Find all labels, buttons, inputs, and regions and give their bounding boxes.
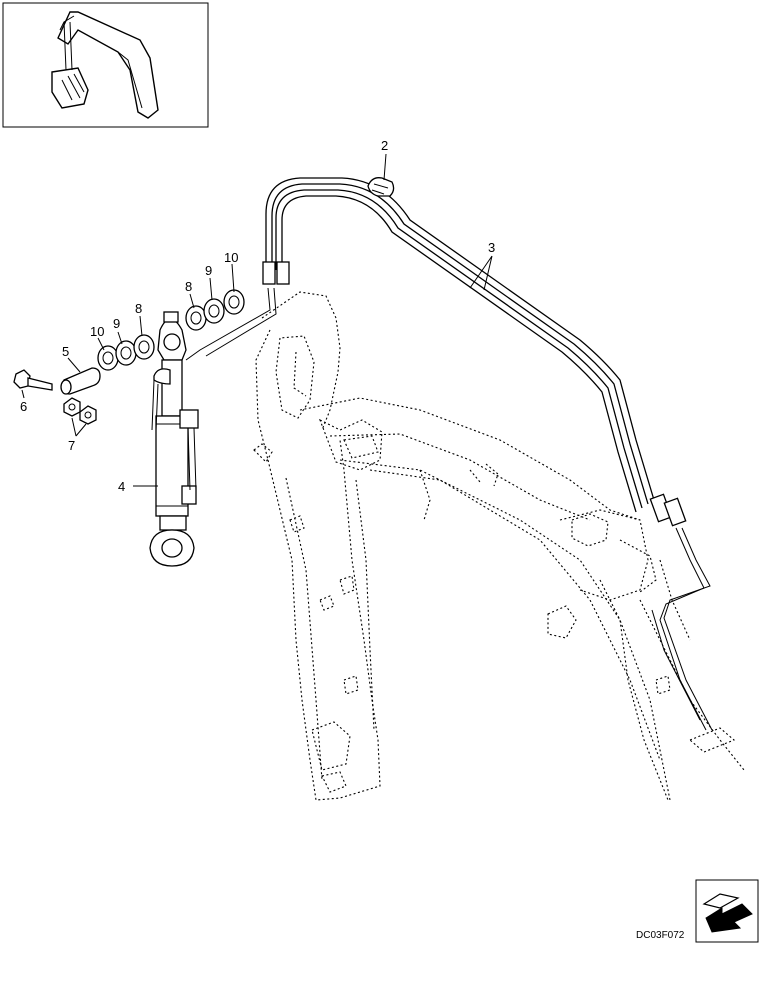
hydraulic-hoses [185, 177, 713, 731]
washer-8a [133, 334, 155, 360]
callout-6: 6 [20, 399, 27, 414]
hydraulic-cylinder [149, 311, 199, 567]
bolt [13, 369, 53, 391]
washer-9a [115, 340, 137, 366]
callout-8-lower: 8 [135, 301, 142, 316]
callout-labels: 2 3 4 5 6 7 8 8 9 9 10 10 [20, 138, 495, 494]
washer-8b [185, 305, 207, 331]
inset-frame [2, 2, 209, 128]
inset-thumbnail [2, 2, 209, 128]
callout-9-upper: 9 [205, 263, 212, 278]
callout-8-upper: 8 [185, 279, 192, 294]
arm-structure-dotted [253, 291, 745, 801]
callout-7: 7 [68, 438, 75, 453]
hose-fitting-right [276, 261, 290, 285]
callout-9-lower: 9 [113, 316, 120, 331]
callout-2: 2 [381, 138, 388, 153]
hose-fitting-left [262, 261, 276, 285]
callout-10-lower: 10 [90, 324, 104, 339]
navigation-arrow-icon[interactable] [695, 879, 759, 943]
washer-10b [223, 289, 245, 315]
washer-9b [203, 298, 225, 324]
callout-leaders [21, 153, 493, 487]
pin [60, 367, 101, 395]
callout-3: 3 [488, 240, 495, 255]
inset-excavator-arm [51, 11, 159, 119]
washer-10a [97, 345, 119, 371]
drawing-code: DC03F072 [636, 930, 685, 941]
hose-clip [367, 177, 395, 197]
nuts [63, 397, 97, 425]
callout-5: 5 [62, 344, 69, 359]
hose-fitting-lower-b [663, 497, 687, 527]
callout-10-upper: 10 [224, 250, 238, 265]
callout-4: 4 [118, 479, 125, 494]
washers-set [97, 289, 245, 371]
